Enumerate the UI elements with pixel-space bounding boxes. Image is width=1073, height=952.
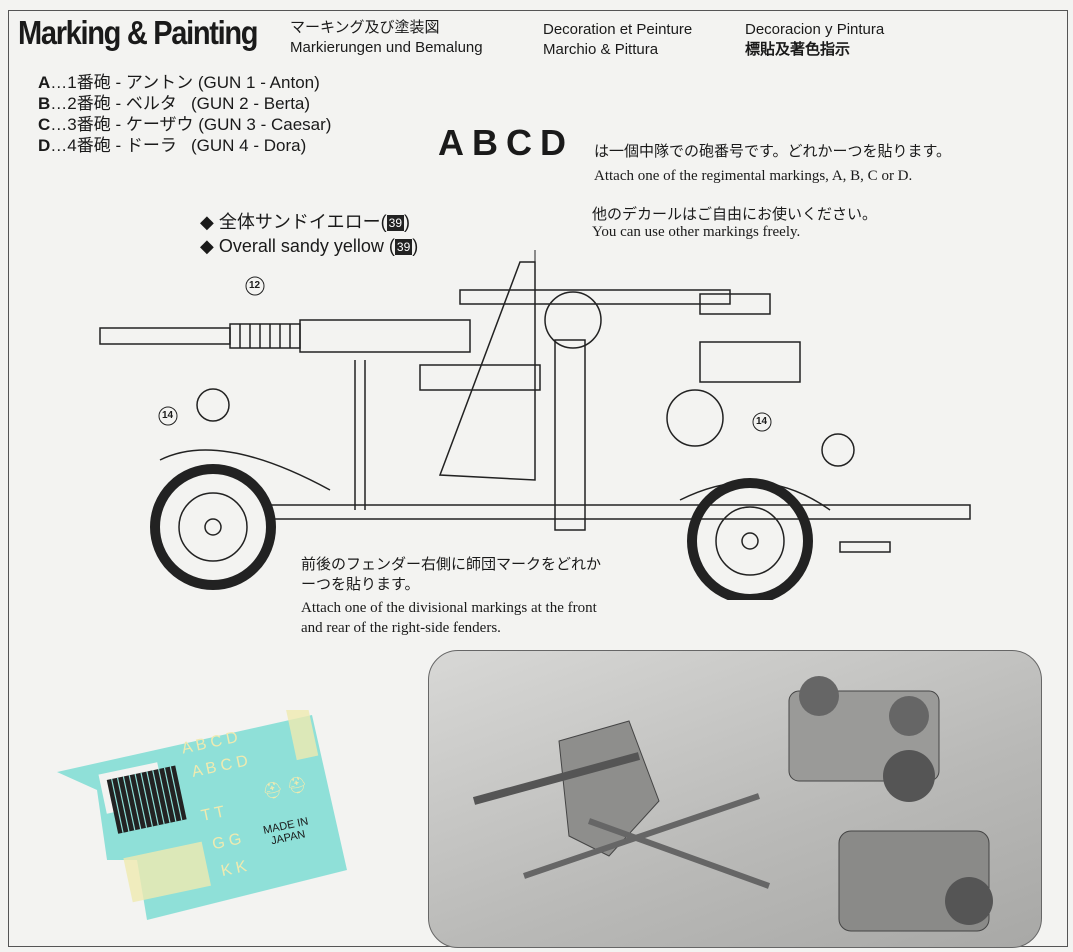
svg-text:K K: K K	[220, 858, 249, 880]
paint-en-line: ◆ Overall sandy yellow (39)	[200, 236, 419, 256]
carriage	[269, 504, 971, 520]
callout-rear-fender: 14	[756, 416, 768, 427]
regimental-letters: ABCD	[438, 122, 574, 163]
title-german: Markierungen und Bemalung	[290, 39, 483, 56]
gun-shield	[438, 261, 536, 481]
gun-letter: C	[38, 115, 51, 134]
gun-item: D…4番砲 - ドーラ (GUN 4 - Dora)	[38, 135, 331, 156]
gun-letter: D	[38, 136, 51, 155]
svg-text:T T: T T	[200, 803, 227, 825]
paint-jp-line: ◆ 全体サンドイエロー(39)	[200, 212, 411, 232]
gun-letter: A	[38, 73, 51, 92]
paint-instructions: ◆ 全体サンドイエロー(39) ◆ Overall sandy yellow (…	[200, 210, 418, 258]
regimental-en: Attach one of the regimental markings, A…	[594, 168, 913, 184]
other-markings-en: You can use other markings freely.	[592, 224, 801, 240]
divisional-en: Attach one of the divisional markings at…	[301, 600, 597, 636]
assembled-model-photo	[428, 650, 1042, 948]
gun-letter: B	[38, 94, 51, 113]
svg-text:G G: G G	[211, 831, 243, 854]
gun-list: A…1番砲 - アントン (GUN 1 - Anton) B…2番砲 - ベルタ…	[38, 72, 331, 156]
gun-en: (GUN 3 - Caesar)	[198, 115, 332, 134]
callout-front-fender: 14	[162, 410, 174, 421]
paint-en: Overall sandy yellow	[218, 236, 384, 256]
paint-jp: 全体サンドイエロー	[218, 212, 381, 232]
callout-barrel: 12	[249, 280, 261, 291]
gun-item: A…1番砲 - アントン (GUN 1 - Anton)	[38, 72, 331, 93]
rear-wheel	[687, 478, 813, 600]
gun-item: C…3番砲 - ケーザウ (GUN 3 - Caesar)	[38, 114, 331, 135]
title-italian: Marchio & Pittura	[543, 41, 659, 58]
gun-jp: …3番砲 - ケーザウ	[50, 115, 199, 134]
gun-jp: …1番砲 - アントン	[50, 73, 198, 92]
title-french: Decoration et Peinture	[543, 21, 693, 38]
paint-number: 39	[394, 239, 413, 256]
gun-jp: …4番砲 - ドーラ	[50, 136, 192, 155]
other-markings-jp: 他のデカールはご自由にお使いください。	[592, 206, 878, 223]
divisional-jp: 前後のフェンダー右側に師団マークをどれかーつを貼ります。	[301, 556, 602, 593]
front-wheel	[150, 464, 276, 590]
title-japanese: マーキング及び塗装図	[290, 19, 440, 36]
page-title: Marking & Painting	[18, 14, 259, 51]
title-chinese: 標貼及著色指示	[745, 41, 851, 58]
barrel	[99, 327, 231, 345]
regimental-jp: は一個中隊での砲番号です。どれかーつを貼ります。	[594, 143, 952, 160]
header-es-zh: Decoracion y Pintura 標貼及著色指示	[745, 20, 884, 60]
model-photo-shapes	[472, 676, 993, 932]
gun-line-drawing	[99, 250, 971, 600]
header-jp-de: マーキング及び塗装図 Markierungen und Bemalung	[290, 18, 483, 58]
gun-en: (GUN 4 - Dora)	[191, 136, 307, 155]
gun-item: B…2番砲 - ベルタ (GUN 2 - Berta)	[38, 93, 331, 114]
gun-jp: …2番砲 - ベルタ	[50, 94, 192, 113]
gun-en: (GUN 2 - Berta)	[191, 94, 311, 113]
header-fr-it: Decoration et Peinture Marchio & Pittura	[543, 20, 692, 60]
gun-en: (GUN 1 - Anton)	[197, 73, 320, 92]
paint-number: 39	[386, 215, 405, 232]
title-spanish: Decoracion y Pintura	[745, 21, 885, 38]
